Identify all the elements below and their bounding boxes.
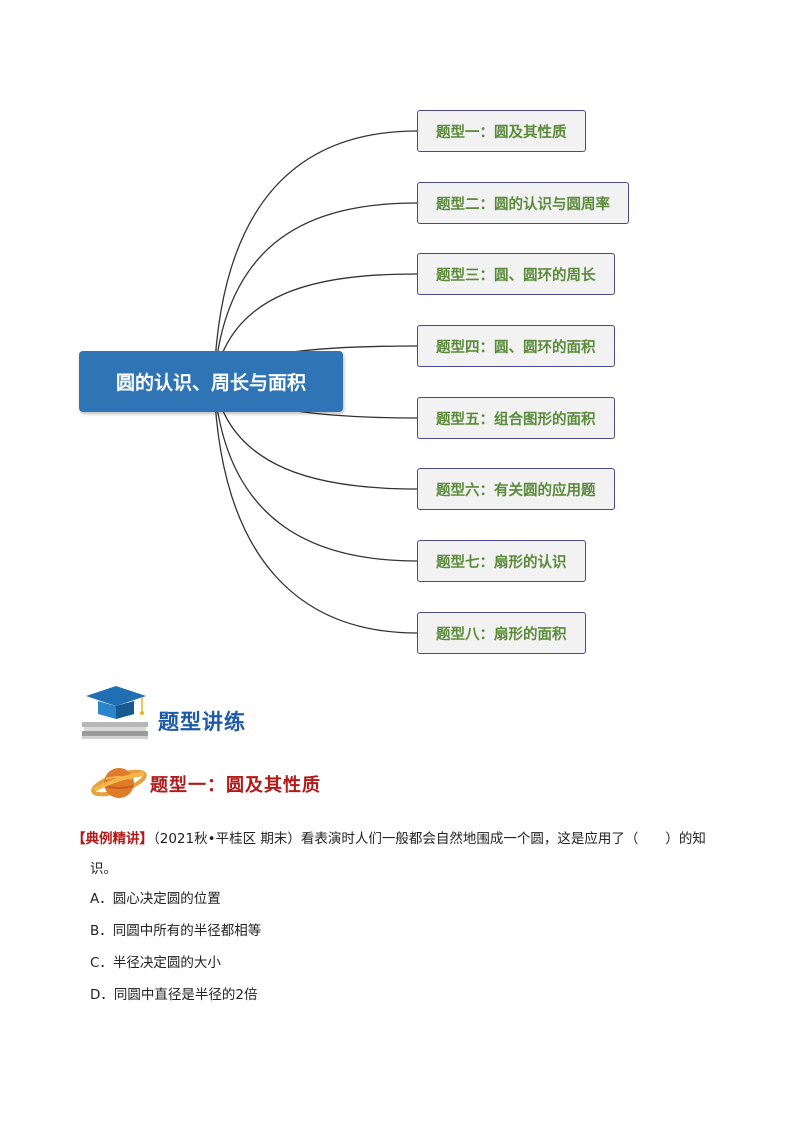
mindmap-branch-4: 题型四：圆、圆环的面积 [417,325,615,367]
type-title: 题型一：圆及其性质 [150,775,321,796]
section-title: 题型讲练 [158,710,246,734]
mindmap-branch-2: 题型二：圆的认识与圆周率 [417,182,629,224]
connector-3 [213,273,418,383]
mindmap-root: 圆的认识、周长与面积 [79,351,343,412]
option-d: D．同圆中直径是半径的2倍 [90,987,258,1003]
option-b: B．同圆中所有的半径都相等 [90,923,262,939]
mindmap-branch-5: 题型五：组合图形的面积 [417,397,615,439]
mindmap-branch-7: 题型七：扇形的认识 [417,540,586,582]
connector-2 [213,202,418,383]
mindmap-branch-1: 题型一：圆及其性质 [417,110,586,152]
mindmap-branch-8: 题型八：扇形的面积 [417,612,586,654]
question-text-line2: 识。 [90,861,117,877]
graduation-cap-icon [82,686,148,739]
question-stem: 【典例精讲】（2021秋•平桂区 期末）看表演时人们一般都会自然地围成一个圆，这… [72,824,732,884]
connector-1 [213,130,418,383]
connector-7 [213,381,418,562]
mindmap-branch-6: 题型六：有关圆的应用题 [417,468,615,510]
mindmap-branch-3: 题型三：圆、圆环的周长 [417,253,615,295]
connector-8 [213,381,418,634]
question-tag: 【典例精讲】 [72,831,153,847]
option-a: A．圆心决定圆的位置 [90,891,221,907]
connector-6 [213,381,418,490]
question-text-line1: （2021秋•平桂区 期末）看表演时人们一般都会自然地围成一个圆，这是应用了（ … [153,831,706,847]
planet-icon [91,768,147,798]
mindmap-connectors [213,130,418,634]
option-c: C．半径决定圆的大小 [90,955,221,971]
